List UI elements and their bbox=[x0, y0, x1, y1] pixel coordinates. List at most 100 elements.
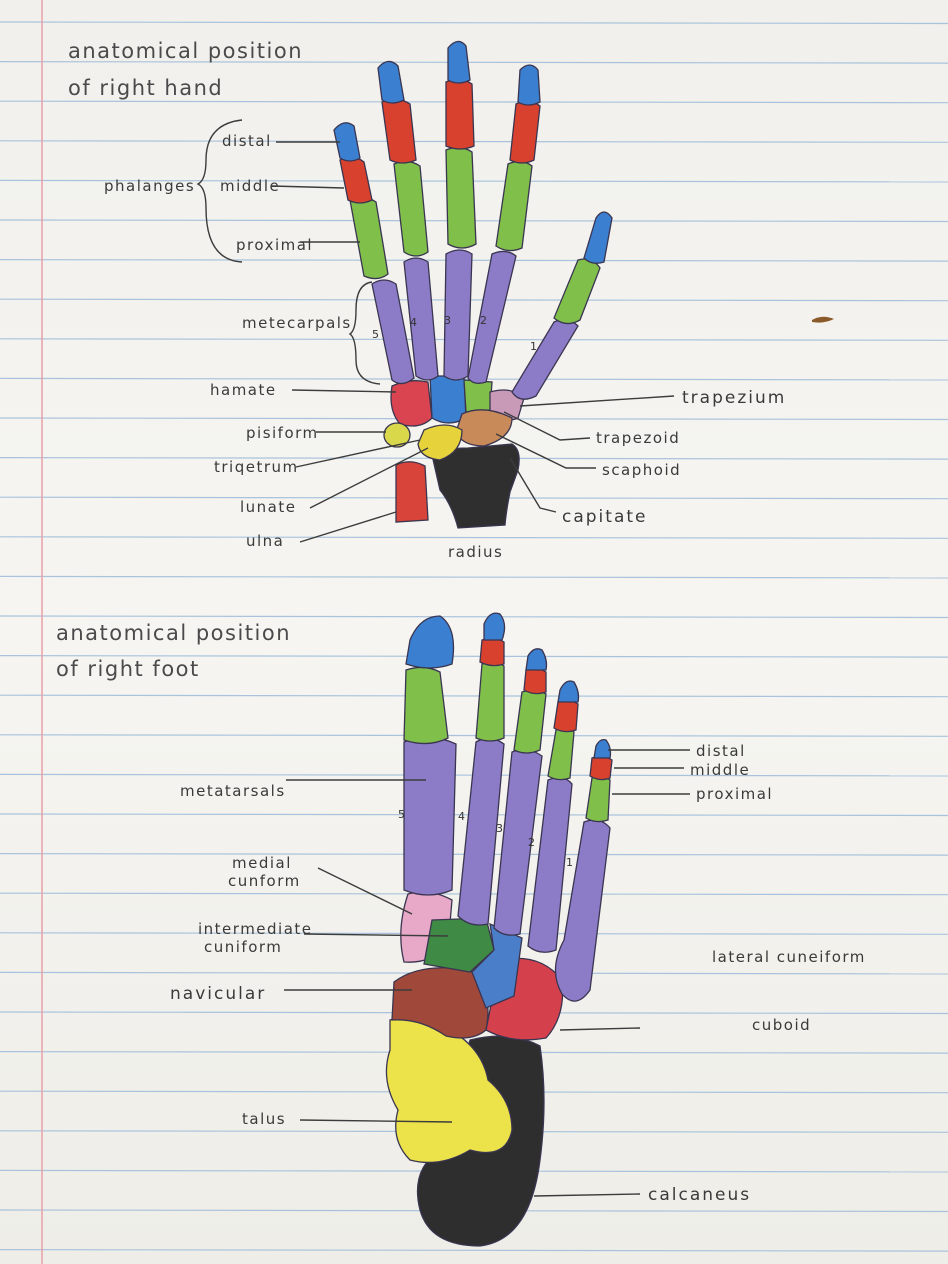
foot-distal-phalanx-2 bbox=[557, 680, 580, 703]
hand-label-lunate: lunate bbox=[240, 498, 296, 516]
ruled-line bbox=[0, 259, 948, 262]
phalanges-bracket bbox=[196, 119, 243, 263]
ruled-line bbox=[0, 338, 948, 341]
foot-proximal-phalanx-4 bbox=[475, 661, 505, 742]
leader-capitate bbox=[509, 457, 557, 513]
metacarpal-5 bbox=[371, 279, 415, 385]
ruled-line bbox=[0, 100, 948, 104]
foot-label-lateral-cuneiform: lateral cuneiform bbox=[712, 948, 866, 966]
distal-phalanx-1 bbox=[583, 211, 613, 264]
hand-diagram: anatomical position of right hand bbox=[68, 39, 786, 561]
hand-title-line2: of right hand bbox=[68, 76, 223, 100]
foot-distal-phalanx-1 bbox=[593, 738, 612, 759]
ruled-line bbox=[0, 60, 948, 64]
hand-label-distal: distal bbox=[222, 132, 272, 150]
ulna-bone bbox=[395, 461, 429, 523]
foot-distal-phalanx-3 bbox=[525, 648, 548, 671]
ruled-line bbox=[0, 654, 948, 658]
hand-digit-5: 5 bbox=[372, 328, 379, 341]
foot-label-middle: middle bbox=[690, 761, 750, 779]
foot-middle-phalanx-1 bbox=[589, 755, 613, 781]
hand-label-middle: middle bbox=[220, 177, 280, 195]
foot-proximal-phalanx-3 bbox=[513, 689, 547, 754]
hand-label-triquetrum: triqetrum bbox=[214, 458, 299, 476]
ruled-line bbox=[0, 179, 948, 183]
paper-stain bbox=[812, 316, 834, 323]
hand-label-ulna: ulna bbox=[246, 532, 284, 550]
foot-digit-5: 5 bbox=[398, 808, 405, 821]
ruled-line bbox=[0, 734, 948, 737]
hand-label-trapezoid: trapezoid bbox=[596, 429, 680, 447]
leader-hamate bbox=[291, 389, 397, 393]
leader-ulna bbox=[299, 511, 397, 543]
leader-middle bbox=[271, 185, 345, 189]
ruled-line bbox=[0, 298, 948, 302]
foot-middle-phalanx-2 bbox=[553, 699, 579, 733]
foot-middle-phalanx-3 bbox=[523, 667, 547, 695]
foot-title-line1: anatomical position bbox=[56, 621, 291, 645]
foot-label-cuboid: cuboid bbox=[752, 1016, 811, 1034]
proximal-phalanx-1 bbox=[553, 258, 601, 325]
leader-cuboid bbox=[559, 1027, 641, 1031]
leader-calcaneus bbox=[533, 1193, 641, 1197]
capitate-bone bbox=[429, 375, 467, 424]
hand-label-hamate: hamate bbox=[210, 381, 277, 399]
foot-digit-3: 3 bbox=[496, 822, 503, 835]
lateral-cuneiform-bone bbox=[471, 922, 523, 1009]
hand-label-metacarpals: metecarpals bbox=[242, 314, 352, 332]
ruled-line bbox=[0, 21, 948, 25]
foot-label-distal: distal bbox=[696, 742, 746, 760]
hand-label-trapezium: trapezium bbox=[682, 388, 786, 408]
metacarpal-2 bbox=[467, 250, 517, 384]
hamate-bone bbox=[390, 380, 433, 427]
leader-trapezium bbox=[519, 395, 675, 407]
foot-label-medial-1: medial bbox=[232, 854, 292, 872]
scaphoid-bone bbox=[455, 409, 513, 447]
foot-title-line2: of right foot bbox=[56, 657, 200, 681]
foot-label-talus: talus bbox=[242, 1110, 286, 1128]
middle-phalanx-4 bbox=[381, 98, 417, 164]
foot-distal-phalanx-4 bbox=[483, 612, 506, 641]
ruled-line bbox=[0, 575, 948, 579]
hand-label-scaphoid: scaphoid bbox=[602, 461, 681, 479]
leader-triquetrum bbox=[295, 439, 421, 468]
hand-label-proximal: proximal bbox=[236, 236, 313, 254]
foot-digit-2: 2 bbox=[528, 836, 535, 849]
hand-label-capitate: capitate bbox=[562, 507, 648, 527]
pisiform-bone bbox=[383, 422, 411, 448]
foot-proximal-phalanx-1 bbox=[585, 775, 611, 823]
hand-digit-2: 2 bbox=[480, 314, 487, 327]
hand-digit-1: 1 bbox=[530, 340, 537, 353]
metacarpal-1 bbox=[511, 319, 579, 400]
foot-label-navicular: navicular bbox=[170, 984, 266, 1004]
middle-phalanx-5 bbox=[339, 156, 373, 204]
leader-medial-cuneiform bbox=[317, 867, 413, 915]
foot-label-intermediate-2: cuniform bbox=[204, 938, 282, 956]
metacarpals-bracket bbox=[348, 281, 381, 385]
middle-phalanx-3 bbox=[445, 78, 475, 150]
ruled-line bbox=[0, 536, 948, 539]
metatarsal-5 bbox=[403, 736, 457, 896]
distal-phalanx-4 bbox=[377, 60, 405, 104]
proximal-phalanx-4 bbox=[393, 160, 429, 257]
foot-diagram: anatomical position of right foot bbox=[56, 612, 866, 1247]
distal-phalanx-2 bbox=[517, 64, 541, 106]
proximal-phalanx-5 bbox=[349, 196, 389, 280]
leader-intermediate-cuneiform bbox=[303, 933, 449, 937]
foot-proximal-phalanx-5 bbox=[403, 666, 449, 745]
hand-digit-3: 3 bbox=[444, 314, 451, 327]
ruled-line bbox=[0, 1248, 948, 1252]
middle-phalanx-2 bbox=[509, 100, 541, 164]
hand-label-phalanges: phalanges bbox=[104, 177, 195, 195]
leader-talus bbox=[299, 1119, 453, 1123]
leader-scaphoid bbox=[495, 433, 596, 469]
hand-label-radius: radius bbox=[448, 543, 503, 561]
foot-distal-phalanx-5 bbox=[405, 615, 455, 669]
distal-phalanx-3 bbox=[447, 40, 471, 84]
foot-middle-phalanx-4 bbox=[479, 637, 505, 667]
distal-phalanx-5 bbox=[333, 122, 361, 162]
ruled-line bbox=[0, 615, 948, 619]
trapezoid-bone-upper bbox=[463, 379, 493, 413]
